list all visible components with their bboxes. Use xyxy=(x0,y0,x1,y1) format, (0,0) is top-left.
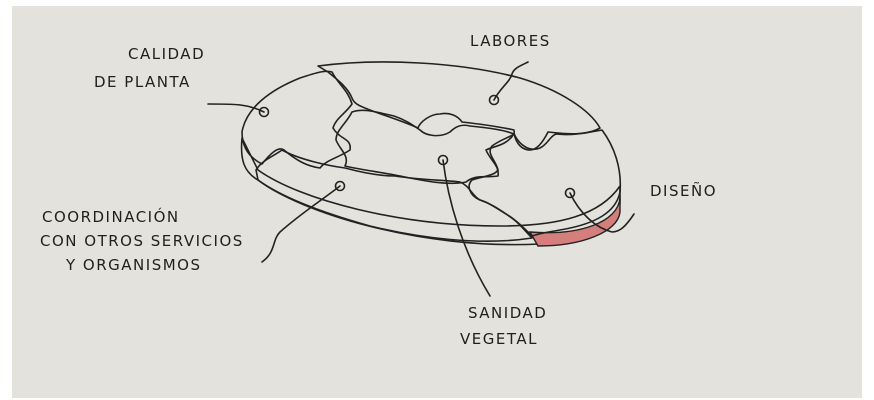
label-sanidad-2: VEGETAL xyxy=(460,330,538,348)
label-calidad-1: CALIDAD xyxy=(128,45,205,63)
label-coordinacion-1: COORDINACIÓN xyxy=(42,207,180,226)
label-calidad-2: DE PLANTA xyxy=(94,73,191,91)
label-sanidad-1: SANIDAD xyxy=(468,304,547,322)
piece-diseno xyxy=(469,130,620,236)
label-labores: LABORES xyxy=(470,32,551,50)
label-coordinacion-3: Y ORGANISMOS xyxy=(65,256,201,274)
disc-edge-red xyxy=(530,198,620,246)
label-coordinacion-2: CON OTROS SERVICIOS xyxy=(40,232,244,250)
label-diseno: DISEÑO xyxy=(650,181,717,200)
coordinacion-leader xyxy=(262,186,340,262)
piece-labores xyxy=(318,62,600,150)
piece-coordinacion xyxy=(256,150,532,241)
piece-calidad xyxy=(242,71,352,168)
labores-leader xyxy=(494,62,528,100)
